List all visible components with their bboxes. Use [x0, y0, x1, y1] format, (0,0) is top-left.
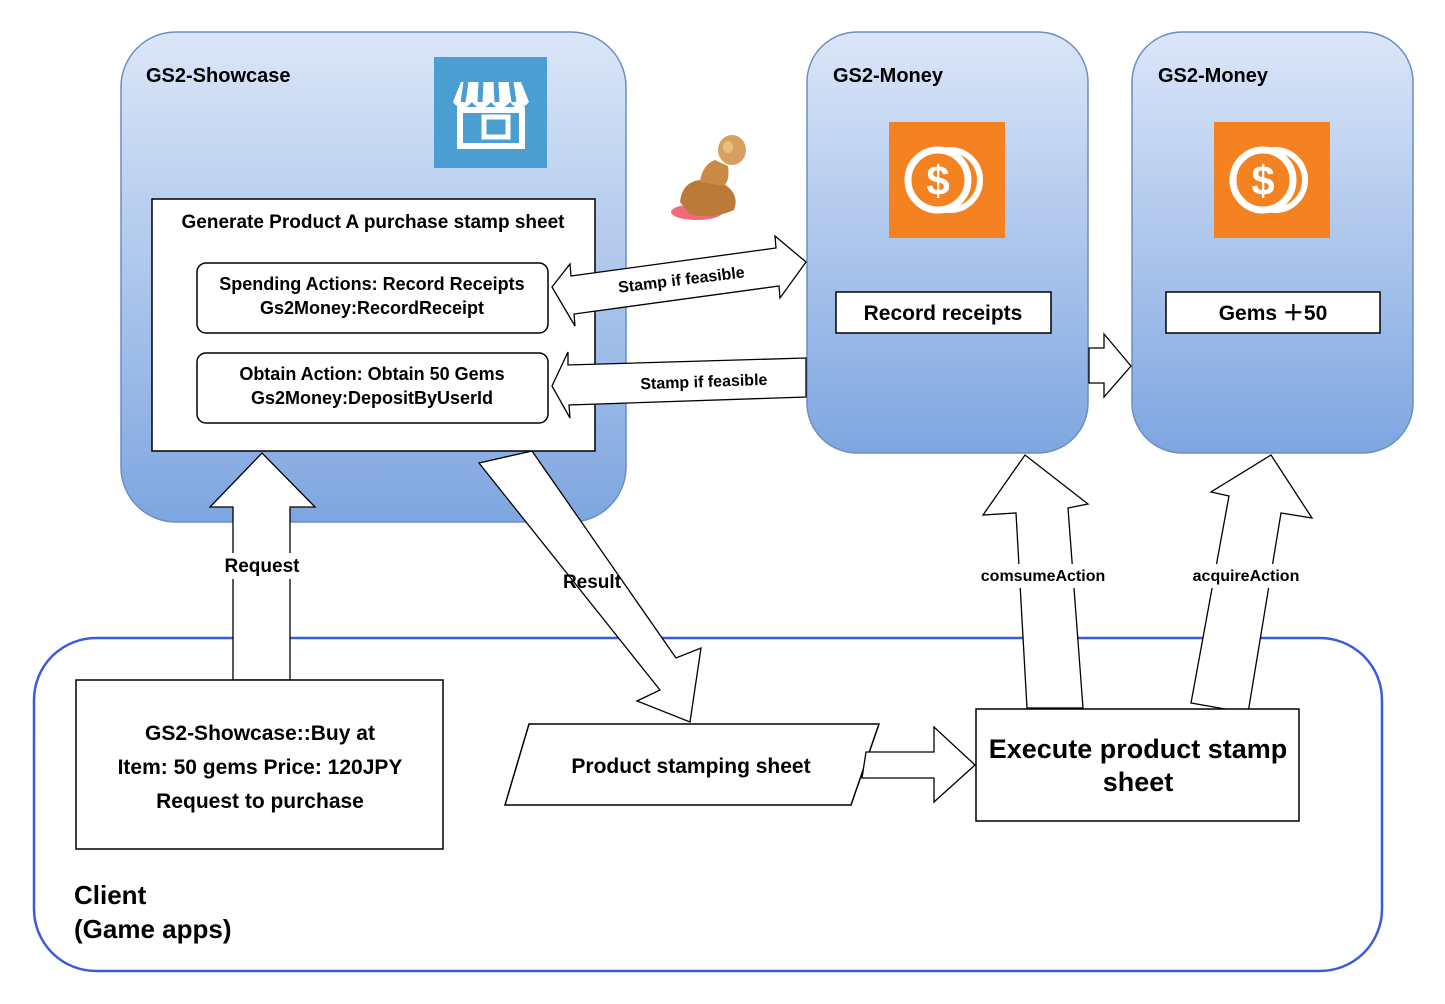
stamping-sheet-label: Product stamping sheet	[571, 755, 810, 778]
result-label: Result	[563, 572, 622, 593]
acquire-label: acquireAction	[1193, 568, 1300, 585]
acquire-label-bg	[1182, 564, 1312, 588]
coin-icon: $	[889, 122, 1005, 238]
execute-line2: sheet	[1103, 767, 1174, 797]
svg-text:$: $	[926, 157, 949, 204]
stamp-arrow-1	[551, 234, 807, 327]
stamp-arrow-2	[551, 351, 807, 419]
gems-box	[1165, 291, 1381, 334]
record-receipts-box	[835, 291, 1052, 334]
consume-label-bg	[974, 564, 1114, 588]
buy-request-box	[75, 679, 444, 850]
money-1-title: GS2-Money	[833, 65, 944, 87]
money-panel-2	[1131, 31, 1414, 454]
stamp-sheet-title: Generate Product A purchase stamp sheet	[182, 212, 566, 233]
obtain-action-line1: Obtain Action: Obtain 50 Gems	[239, 364, 504, 384]
rubber-stamp-icon	[671, 135, 746, 220]
showcase-title: GS2-Showcase	[146, 65, 291, 87]
buy-line3: Request to purchase	[156, 790, 364, 813]
consume-label: comsumeAction	[981, 568, 1105, 585]
gems-label: Gems ＋50	[1219, 302, 1328, 325]
spending-action-box	[196, 262, 549, 334]
execute-line1: Execute product stamp	[989, 734, 1288, 764]
money-flow-arrow	[1088, 332, 1132, 399]
obtain-action-line2: Gs2Money:DepositByUserId	[251, 388, 493, 408]
store-icon	[434, 57, 547, 168]
spending-action-line2: Gs2Money:RecordReceipt	[260, 298, 484, 318]
svg-text:$: $	[1251, 157, 1274, 204]
coin-icon: $	[1214, 122, 1330, 238]
request-label-bg	[212, 553, 312, 579]
buy-line1: GS2-Showcase::Buy at	[145, 722, 375, 745]
execute-box	[975, 708, 1300, 822]
client-title-line2: (Game apps)	[74, 914, 232, 944]
stamp-label-2: Stamp if feasible	[640, 372, 768, 393]
result-arrow	[477, 450, 702, 723]
obtain-action-box	[196, 352, 549, 424]
stamping-sheet-shape	[503, 723, 881, 806]
money-2-title: GS2-Money	[1158, 65, 1269, 87]
record-receipts-label: Record receipts	[864, 302, 1023, 325]
client-title-line1: Client	[74, 880, 147, 910]
spending-action-line1: Spending Actions: Record Receipts	[219, 274, 524, 294]
execute-arrow	[861, 725, 976, 804]
request-label: Request	[225, 556, 301, 577]
money-panel-1	[806, 31, 1089, 454]
buy-line2: Item: 50 gems Price: 120JPY	[118, 756, 403, 779]
